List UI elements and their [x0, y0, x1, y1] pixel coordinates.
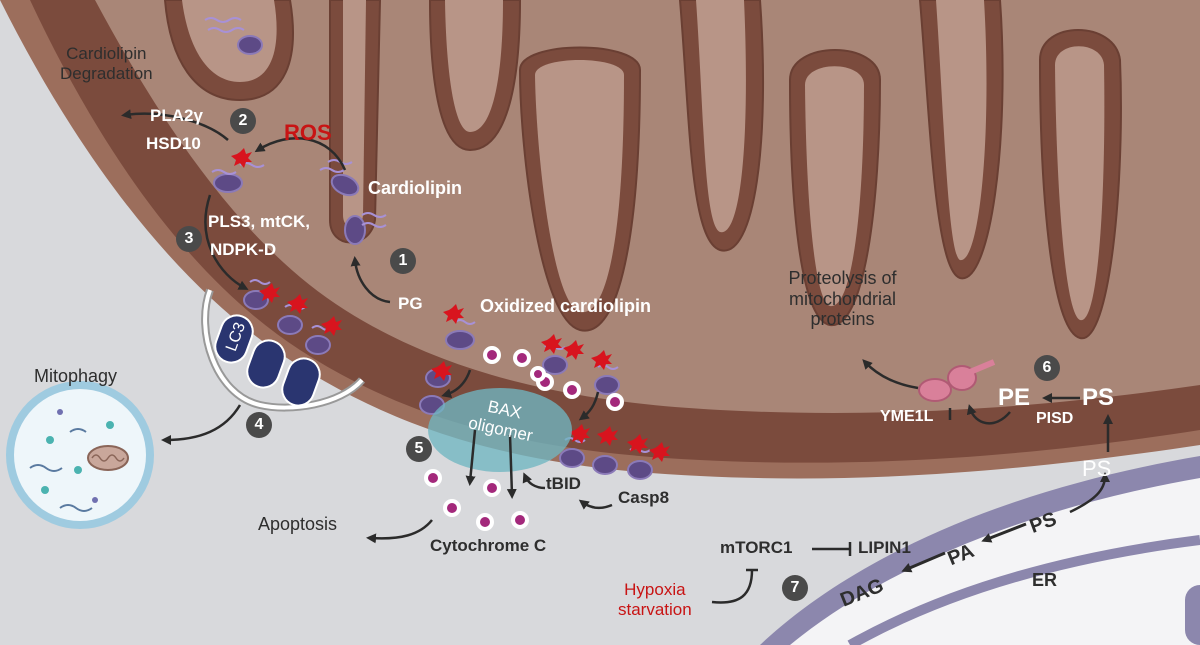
step-6-badge: 6 [1034, 355, 1060, 381]
bax-oligomer [428, 388, 572, 472]
cristae-lumen [182, 0, 1105, 321]
pls3-label: PLS3, mtCK, [208, 212, 311, 231]
pla2g-label: PLA2γ [150, 106, 203, 125]
pe-label: PE [998, 384, 1031, 411]
ps-transport-label: PS [1082, 456, 1112, 481]
mtorc1-label: mTORC1 [720, 538, 793, 557]
step-2-badge: 2 [230, 108, 256, 134]
er-fold [1185, 585, 1200, 645]
casp8-label: Casp8 [618, 488, 670, 507]
hsd10-label: HSD10 [146, 134, 201, 153]
lipid-tails [204, 17, 651, 453]
cardiolipin-molecules [213, 35, 653, 480]
er-lumen [790, 478, 1200, 645]
er-inner-membrane [847, 535, 1200, 645]
step-3-badge: 3 [176, 226, 202, 252]
yme1l-label: YME1L [880, 408, 934, 425]
oxidation-stars [231, 148, 670, 462]
pisd-label: PISD [1036, 410, 1074, 427]
mitophagy-label: Mitophagy [34, 366, 118, 386]
er-label: ER [1032, 570, 1058, 590]
lipin1-label: LIPIN1 [858, 538, 911, 557]
cytochrome-c-dots [424, 346, 624, 531]
step-4-badge: 4 [246, 412, 272, 438]
er-arrows [901, 522, 1027, 573]
yme1l-protein [918, 359, 996, 402]
proteolysis-label: Proteolysis of mitochondrial proteins [788, 268, 897, 330]
ndpkd-label: NDPK-D [210, 240, 277, 259]
cardiolipin-degradation-label: Cardiolipin Degradation [60, 44, 153, 83]
ros-label: ROS [284, 120, 332, 145]
lc3-complex [201, 288, 366, 412]
pathway-arrows [121, 109, 1113, 604]
mitophagy-vesicle [6, 381, 154, 529]
apoptosis-label: Apoptosis [258, 514, 338, 534]
step-7-badge: 7 [782, 575, 808, 601]
tbid-label: tBID [546, 474, 581, 493]
pg-label: PG [398, 294, 423, 313]
step-1-badge: 1 [390, 248, 416, 274]
hypoxia-starvation-label: Hypoxia starvation [618, 580, 692, 619]
step-5-badge: 5 [406, 436, 432, 462]
cytochrome-c-label: Cytochrome C [430, 536, 547, 555]
cardiolipin-label: Cardiolipin [368, 178, 462, 198]
ps-label: PS [1082, 384, 1115, 411]
oxidized-cardiolipin-label: Oxidized cardiolipin [480, 296, 652, 316]
